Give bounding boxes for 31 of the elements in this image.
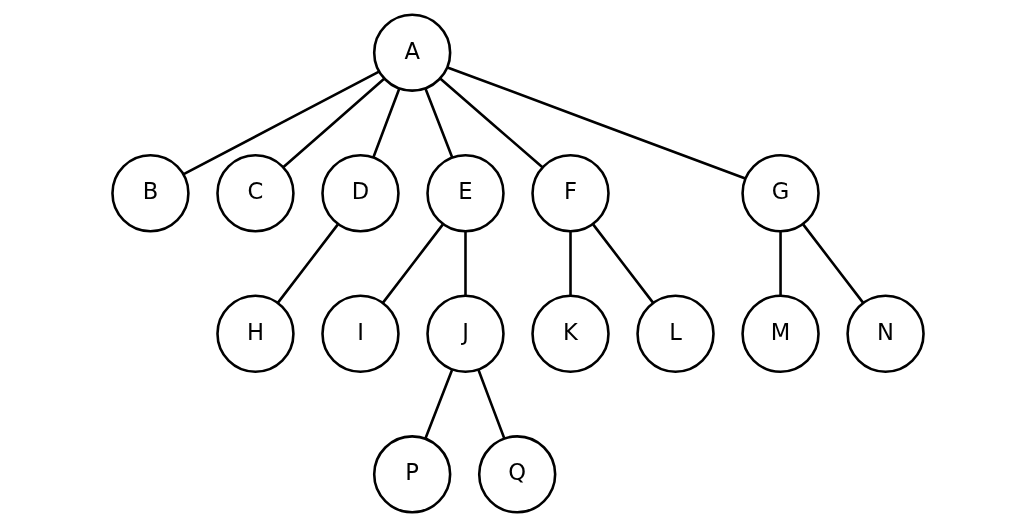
connector <box>423 369 453 440</box>
connector <box>439 77 543 169</box>
node-circle: N <box>845 294 925 374</box>
node-circle: K <box>530 294 610 374</box>
node-circle: Q <box>477 435 556 514</box>
connector <box>276 223 339 304</box>
node-circle: F <box>530 153 610 233</box>
node-circle: D <box>320 153 400 233</box>
connector <box>281 77 385 169</box>
node-circle: E <box>425 153 505 233</box>
node-circle: B <box>110 153 190 233</box>
node-circle: C <box>215 153 295 233</box>
node-circle: I <box>320 294 400 374</box>
connector <box>446 66 746 180</box>
node-circle: H <box>215 294 295 374</box>
connector <box>591 223 654 304</box>
connector <box>476 369 506 439</box>
connector <box>423 88 453 158</box>
node-circle: M <box>740 294 820 374</box>
connector <box>568 231 572 296</box>
connector <box>182 70 380 176</box>
connector <box>371 88 400 158</box>
node-circle: P <box>372 435 451 514</box>
node-circle: G <box>740 153 820 233</box>
connector <box>801 223 864 304</box>
node-circle: L <box>635 294 715 374</box>
connector <box>463 231 467 296</box>
node-circle: J <box>425 294 505 374</box>
node-circle: A <box>372 13 451 92</box>
connector <box>381 223 444 304</box>
connector <box>778 231 782 296</box>
